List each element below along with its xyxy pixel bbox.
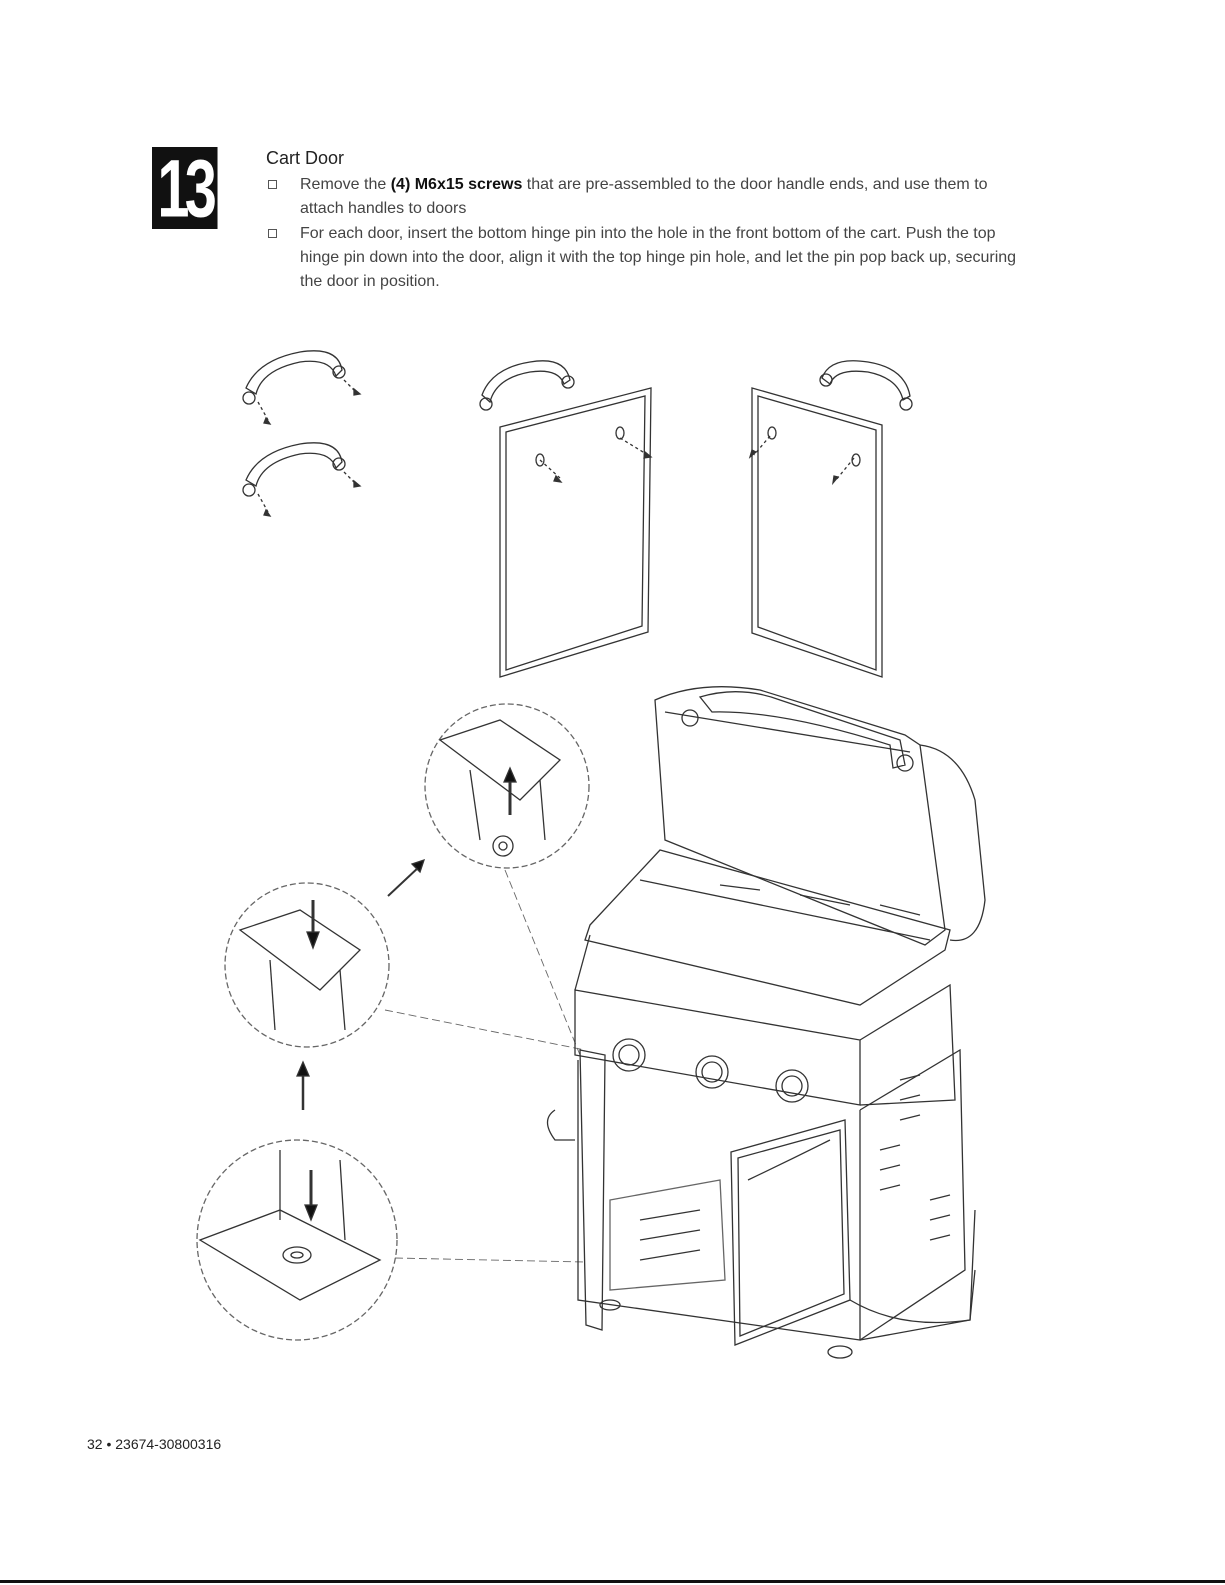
hinge-detail-icon	[196, 1139, 398, 1341]
step-item-1-before: Remove the	[300, 176, 391, 193]
checkbox-icon	[268, 180, 277, 189]
hinge-detail-icon	[224, 882, 390, 1048]
step-badge: 13	[152, 142, 218, 234]
step-title: Cart Door	[266, 148, 345, 168]
checkbox-icon	[268, 229, 277, 238]
cart-door-icon	[748, 360, 913, 678]
door-handle-icon	[242, 350, 357, 421]
step-item-1-bold: (4) M6x15 screws	[390, 176, 523, 193]
step-item-2-before: For each door, insert the bottom hinge p…	[300, 225, 1017, 290]
screw-icon	[263, 387, 362, 425]
up-arrow-icon	[296, 1060, 310, 1110]
page-footer: 32 • 23674-30800316	[87, 1436, 222, 1452]
step-item-1-after: that are pre-assembled to the door handl…	[300, 176, 988, 217]
up-arrow-icon	[387, 858, 426, 897]
cart-door-icon	[479, 360, 653, 678]
screw-icon	[263, 479, 362, 517]
step-item-1: Remove the (4) M6x15 screws that are pre…	[266, 173, 1026, 221]
grill-icon	[546, 686, 986, 1359]
step-instructions: Remove the (4) M6x15 screws that are pre…	[266, 173, 1026, 295]
step-item-2: For each door, insert the bottom hinge p…	[266, 222, 1026, 294]
hinge-detail-icon	[424, 703, 590, 869]
door-handle-icon	[242, 442, 357, 513]
bottom-rule	[0, 1580, 1225, 1583]
step-number: 13	[157, 142, 217, 234]
